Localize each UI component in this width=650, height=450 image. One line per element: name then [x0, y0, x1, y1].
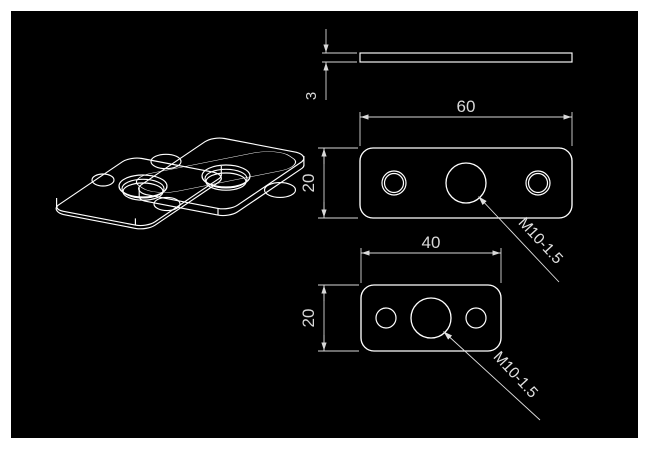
plate-front-hole-right	[153, 196, 181, 212]
plate-front-thread-depth	[118, 185, 168, 199]
plate-40-hole-left	[375, 307, 397, 329]
plate-back-thread-depth	[201, 175, 251, 189]
plate-60-outline	[359, 147, 573, 219]
isometric-view	[55, 137, 305, 230]
dim-thickness-label: 3	[303, 92, 320, 100]
plate-60-hole-right-inner	[527, 172, 549, 194]
edge-view: 3	[303, 29, 573, 100]
plate-60-hole-left-inner	[383, 172, 405, 194]
dim-20-top-label: 20	[299, 174, 318, 193]
plate-back-hole-left	[150, 153, 182, 170]
plate-back-top-face	[135, 151, 297, 193]
thread-leader-top	[478, 196, 560, 283]
plate-back-thickness	[138, 156, 305, 217]
plate-front-thread-ring2	[122, 182, 164, 201]
isometric-plate-back-body	[135, 151, 297, 193]
plate-60-hole-right-outer	[525, 170, 551, 196]
isometric-front-plate-group	[55, 157, 222, 230]
dim-60-label: 60	[457, 97, 476, 116]
plate-60-hole-left-outer	[381, 170, 407, 196]
plate-front-hole-left	[91, 173, 115, 187]
drawing-canvas-background	[11, 11, 638, 438]
plate-front-thickness-edge	[56, 166, 222, 227]
edge-view-profile	[359, 52, 573, 63]
plate-back-thread-ring2	[205, 172, 247, 191]
plate-front-top-outline	[55, 157, 222, 230]
isometric-back-plate-group	[138, 137, 305, 217]
dim-20-bottom-label: 20	[299, 309, 318, 328]
plate-back-hole-right	[263, 182, 297, 198]
plate-40-hole-right	[465, 307, 487, 329]
plate-60-center-bore	[445, 162, 487, 204]
plate-40-outline	[360, 284, 502, 352]
plate-40-center-bore	[410, 297, 452, 339]
dim-40-label: 40	[422, 233, 441, 252]
thread-leader-bottom	[443, 331, 541, 421]
